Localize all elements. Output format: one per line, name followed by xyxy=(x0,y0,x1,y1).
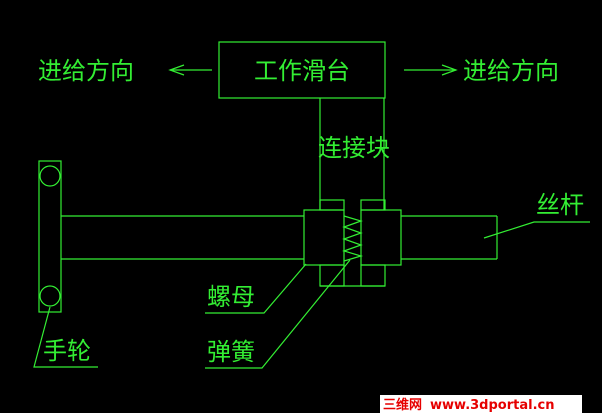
connector-block-label: 连接块 xyxy=(318,134,390,162)
connector-block xyxy=(319,98,385,210)
lead-screw-leader xyxy=(483,221,590,239)
spring-label: 弹簧 xyxy=(207,338,255,366)
handwheel-leader xyxy=(33,306,98,368)
slide-table-box xyxy=(218,41,386,99)
watermark: 三维网 www.3dportal.cn xyxy=(380,395,582,413)
feed-direction-right-label: 进给方向 xyxy=(463,57,559,85)
handwheel xyxy=(38,160,62,313)
handwheel-label: 手轮 xyxy=(43,337,91,365)
feed-right-arrow-icon xyxy=(404,64,458,76)
spring-leader xyxy=(205,259,351,369)
slide-table-label: 工作滑台 xyxy=(254,57,350,85)
nut-assembly xyxy=(303,199,402,287)
feed-direction-left-label: 进给方向 xyxy=(38,57,134,85)
nut-label: 螺母 xyxy=(207,283,255,311)
feed-left-arrow-icon xyxy=(168,64,212,76)
lead-screw-label: 丝杆 xyxy=(536,191,584,219)
watermark-url: www.3dportal.cn xyxy=(430,398,554,413)
nut-leader xyxy=(205,263,307,314)
lead-screw xyxy=(61,215,498,260)
spring-coil xyxy=(342,215,364,262)
watermark-cn: 三维网 xyxy=(383,397,422,413)
